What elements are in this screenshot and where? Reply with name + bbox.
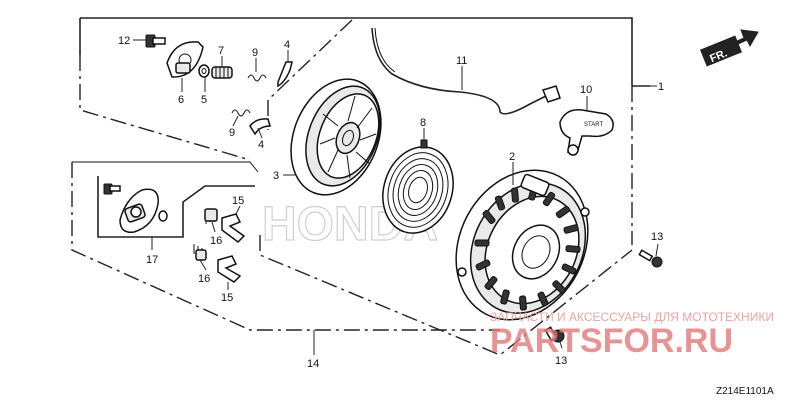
- callout-12: 12: [118, 35, 130, 47]
- part-15-guide-upper: [221, 213, 246, 243]
- callout-15-lower: 15: [221, 292, 233, 304]
- part-7-spring: [211, 66, 233, 79]
- part-13-bolt-lower: [544, 326, 565, 343]
- callout-11: 11: [456, 55, 467, 67]
- callout-9-upper: 9: [252, 47, 258, 59]
- part-16-spring-upper: [204, 208, 218, 224]
- part-4-guide-upper: [277, 61, 293, 88]
- callout-9-lower: 9: [229, 127, 235, 139]
- callout-14: 14: [307, 358, 319, 370]
- part-6-pawl: [166, 41, 204, 78]
- part-9-spring-lower: [231, 109, 251, 117]
- callout-16-lower: 16: [198, 273, 210, 285]
- callout-17: 17: [146, 254, 158, 266]
- callout-16-upper: 16: [210, 235, 222, 247]
- assembly-boundary-14: [71, 161, 633, 356]
- callout-10: 10: [580, 84, 592, 96]
- svg-text:START: START: [584, 122, 603, 128]
- part-9-spring-upper: [247, 74, 267, 82]
- callout-8: 8: [420, 117, 426, 129]
- callout-1: 1: [658, 81, 664, 93]
- part-16-spring-lower: [193, 244, 207, 261]
- callout-4-upper: 4: [284, 39, 290, 51]
- watermark-brand: PARTSFOR.RU: [490, 322, 733, 360]
- part-8-recoil-spring: [382, 139, 454, 234]
- part-2-housing: [455, 169, 590, 321]
- leader-lines: [133, 39, 659, 355]
- callout-2: 2: [509, 151, 515, 163]
- diagram-code: Z214E1101A: [716, 386, 774, 397]
- front-direction-arrow: FR.: [700, 29, 759, 67]
- callout-numbers: 12 6 5 7 9 4 9 4 3 8 11 10 2 1 13 13 17 …: [118, 35, 664, 370]
- part-5-washer: [198, 64, 210, 78]
- callout-13-upper: 13: [651, 231, 663, 243]
- callout-6: 6: [178, 94, 184, 106]
- callout-3: 3: [273, 170, 279, 182]
- part-4-guide-lower: [249, 118, 271, 136]
- part-17-bolt: [103, 183, 121, 195]
- assembly-boundary-1: [79, 17, 650, 245]
- part-10-start-handle: START: [559, 109, 614, 156]
- sub-box-17: [97, 176, 255, 238]
- part-17-ratchet: [119, 188, 168, 233]
- callout-7: 7: [218, 45, 224, 57]
- watermark-tagline: ЗАПЧАСТИ И АКСЕССУАРЫ ДЛЯ МОТОТЕХНИКИ: [490, 310, 774, 324]
- callout-4-lower: 4: [258, 139, 264, 151]
- part-13-bolt-upper: [638, 249, 663, 268]
- part-12-bolt: [145, 34, 166, 48]
- callout-13-lower: 13: [555, 355, 567, 367]
- part-3-reel: [290, 78, 382, 196]
- callout-15-upper: 15: [232, 195, 244, 207]
- part-15-guide-lower: [217, 255, 242, 283]
- callout-5: 5: [201, 94, 207, 106]
- part-11-rope: [371, 27, 561, 115]
